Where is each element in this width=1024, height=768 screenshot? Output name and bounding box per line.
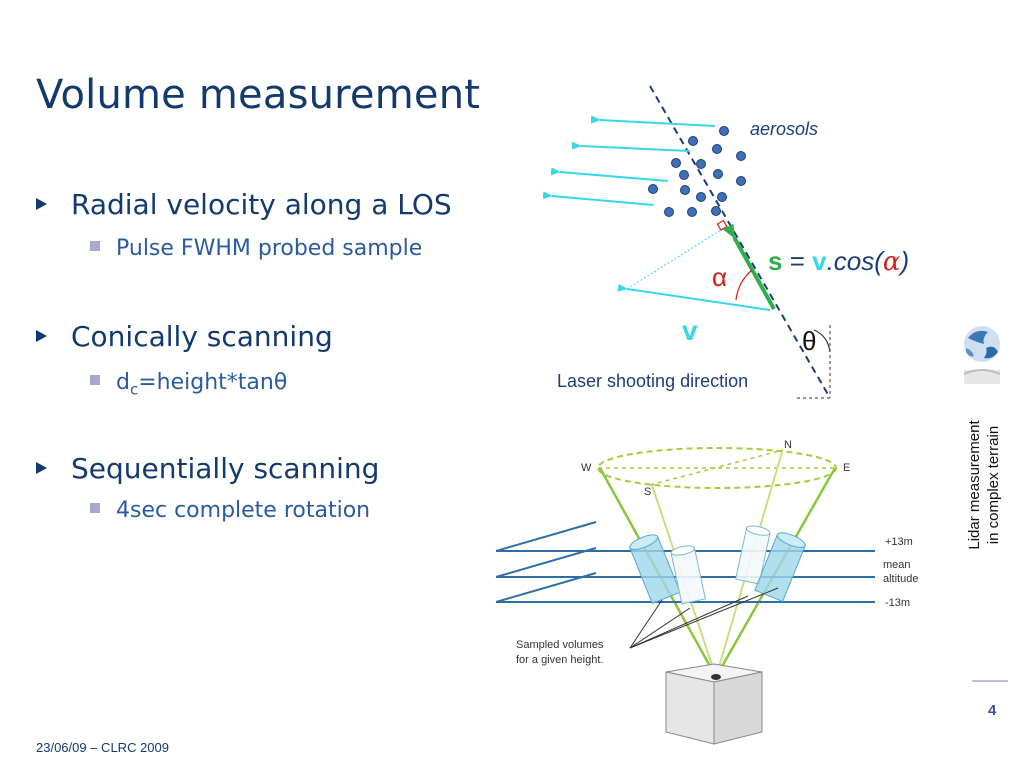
- label-plus13: +13m: [885, 536, 913, 548]
- bullet-square-icon: [90, 503, 100, 513]
- lidar-device: [665, 663, 763, 745]
- conical-scan-diagram: W N E S +13m mean altitude -13m Sampled …: [495, 439, 918, 745]
- compass-s: S: [644, 486, 651, 498]
- bullet-square-icon: [90, 375, 100, 385]
- bullet-radial-velocity: Radial velocity along a LOS: [36, 188, 452, 221]
- wind-arrow: [571, 141, 691, 152]
- formula: s = v.cos(α): [768, 246, 909, 277]
- subbullet-dc-formula: dc=height*tanθ: [90, 370, 287, 398]
- aerosols-label: aerosols: [750, 119, 818, 139]
- laser-direction-label: Laser shooting direction: [557, 371, 748, 391]
- theta-arc: [813, 329, 831, 353]
- label-altitude: altitude: [883, 573, 918, 585]
- bullet-arrow-icon: [36, 330, 47, 342]
- wind-arrow: [590, 115, 716, 127]
- sampled-volumes-label-2: for a given height.: [516, 654, 603, 666]
- sampled-volumes-label-1: Sampled volumes: [516, 639, 604, 651]
- page-number: 4: [988, 702, 997, 719]
- subbullet-rotation: 4sec complete rotation: [90, 498, 370, 523]
- compass-e: E: [843, 462, 850, 474]
- page-number-rule: [972, 680, 1008, 682]
- theta-label: θ: [802, 326, 816, 356]
- laser-beams: [598, 451, 837, 678]
- bullet-conically-scanning: Conically scanning: [36, 320, 333, 353]
- v-label: v: [682, 315, 698, 346]
- bullet-arrow-icon: [36, 198, 47, 210]
- bullet-sequentially-scanning: Sequentially scanning: [36, 452, 379, 485]
- bullet-square-icon: [90, 241, 100, 251]
- label-minus13: -13m: [885, 597, 910, 609]
- wind-arrows: [542, 115, 771, 311]
- wind-arrow: [542, 191, 654, 206]
- subbullet-pulse-fwhm: Pulse FWHM probed sample: [90, 236, 422, 261]
- pointer-lines: [629, 587, 779, 649]
- laser-line: [649, 85, 831, 399]
- scan-diameter-ns: [649, 449, 784, 486]
- globe-logo: [963, 326, 1001, 384]
- scan-circle: [597, 447, 837, 489]
- radial-velocity-diagram: aerosols s = v.cos(α) α v θ Laser shooti…: [542, 85, 909, 399]
- aerosol-particles: [648, 126, 746, 217]
- compass-w: W: [581, 462, 592, 474]
- footer-date: 23/06/09 – CLRC 2009: [36, 740, 169, 755]
- label-mean: mean: [883, 559, 911, 571]
- alpha-label: α: [712, 262, 727, 292]
- projection-line: [626, 227, 725, 290]
- wind-arrow: [617, 283, 771, 311]
- compass-n: N: [784, 439, 792, 451]
- slide-title: Volume measurement: [36, 72, 481, 118]
- radial-velocity-vector: [722, 223, 776, 310]
- wind-arrow: [550, 167, 669, 182]
- alpha-arc: [735, 269, 753, 301]
- sampled-volumes: [629, 525, 806, 605]
- bullet-arrow-icon: [36, 462, 47, 474]
